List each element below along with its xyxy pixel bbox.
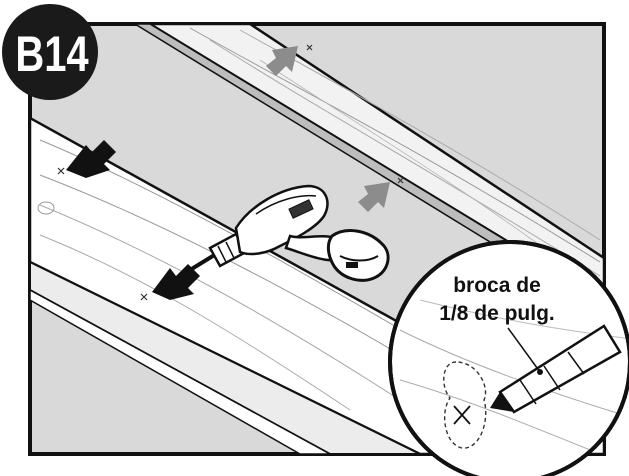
callout-label-line1: broca de bbox=[453, 274, 541, 297]
detail-callout: broca de 1/8 de pulg. bbox=[390, 242, 629, 476]
step-label: B14 bbox=[15, 26, 88, 82]
step-badge: B14 bbox=[2, 4, 98, 100]
callout-label-line2: 1/8 de pulg. bbox=[439, 302, 555, 325]
